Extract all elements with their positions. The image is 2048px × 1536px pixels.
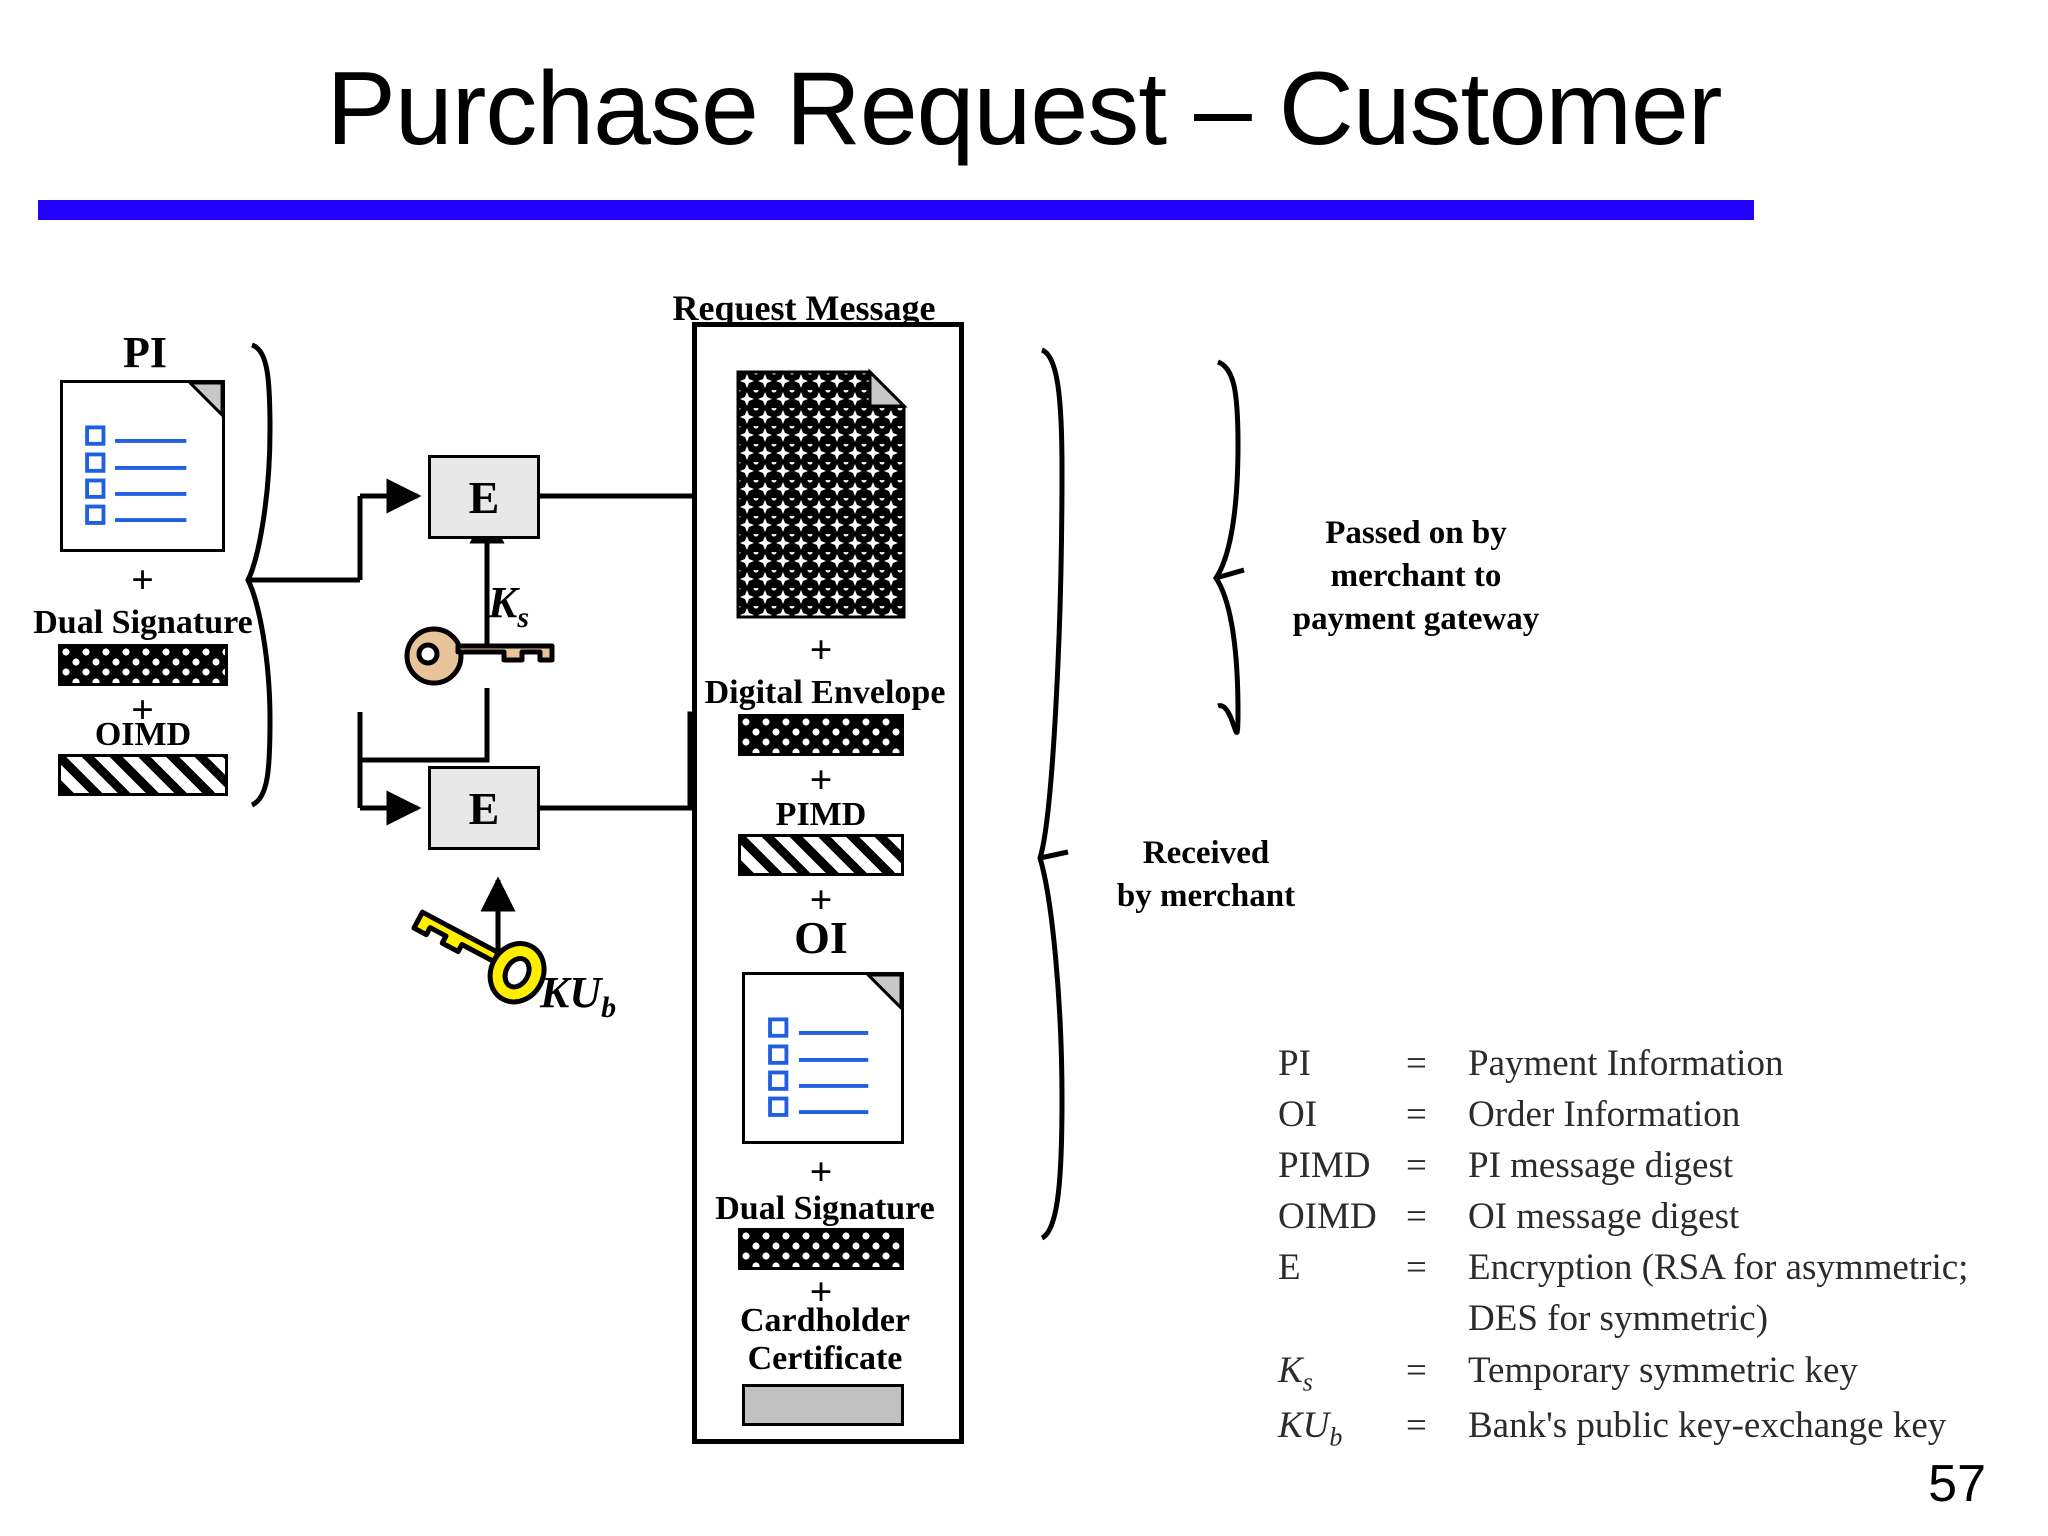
ks-label-main: K [488,578,518,627]
legend-row: DES for symmetric) [1278,1295,1968,1346]
digital-envelope-bar [738,714,904,756]
legend-row: OIMD = OI message digest [1278,1193,1968,1244]
legend-row: E = Encryption (RSA for asymmetric; [1278,1244,1968,1295]
legend-definition: OI message digest [1468,1196,1740,1238]
digital-envelope-label: Digital Envelope [704,674,946,711]
encrypted-pi-document [736,368,908,619]
legend-equals: = [1406,1404,1427,1446]
legend-symbol: KUb [1278,1404,1343,1452]
page-number: 57 [1928,1455,1986,1513]
legend-row: Ks = Temporary symmetric key [1278,1347,1968,1402]
legend-symbol: PI [1278,1043,1311,1084]
legend-row: KUb = Bank's public key-exchange key [1278,1402,1968,1457]
legend-equals: = [1406,1094,1427,1136]
pi-document-icon [60,380,225,552]
kub-label-main: KU [540,968,602,1017]
rm-dual-signature-bar [738,1228,904,1270]
legend-definition: Bank's public key-exchange key [1468,1404,1947,1446]
oi-document-lines [768,973,903,1117]
title-divider [38,200,1754,220]
left-plus-1: + [131,557,154,602]
legend-definition: Temporary symmetric key [1468,1349,1858,1391]
request-message-title: Request Message [672,288,936,328]
public-key-icon [390,898,570,1008]
rm-plus-2: + [809,757,833,802]
pi-label: PI [123,328,167,377]
oi-label: OI [794,912,848,963]
annotation-passed-on-by-merchant: Passed on by merchant to payment gateway [1292,515,1540,637]
legend: PI = Payment Information OI = Order Info… [1278,1040,1968,1457]
legend-equals: = [1406,1196,1427,1238]
left-plus-2: + [131,687,154,732]
encryption-box-asymmetric: E [428,766,540,850]
legend-row: OI = Order Information [1278,1091,1968,1142]
cardholder-certificate-label: Cardholder Certificate [740,1302,910,1378]
cardholder-certificate-bar [742,1384,904,1426]
encryption-box-symmetric: E [428,455,540,539]
oi-document-icon [742,972,904,1144]
ks-label: Ks [488,578,648,634]
legend-row: PI = Payment Information [1278,1040,1968,1091]
left-dual-signature-label: Dual Signature [33,604,253,641]
left-oimd-label: OIMD [94,716,192,753]
legend-definition: Order Information [1468,1094,1741,1136]
rm-plus-4: + [809,1149,833,1194]
ks-label-sub: s [517,600,530,634]
annotation-received-by-merchant: Received by merchant [1116,835,1296,914]
legend-definition: PI message digest [1468,1145,1734,1187]
legend-definition: Payment Information [1468,1043,1784,1084]
pimd-bar [738,834,904,876]
left-dual-signature-bar [58,644,228,686]
rm-plus-1: + [809,627,833,672]
legend-symbol: PIMD [1278,1145,1371,1187]
symmetric-key-icon [392,620,562,690]
left-oimd-bar [58,754,228,796]
page-title: Purchase Request – Customer [326,51,1722,167]
rm-dual-signature-label: Dual Signature [715,1190,935,1227]
legend-table: PI = Payment Information OI = Order Info… [1278,1040,1968,1457]
kub-label-sub: b [601,990,617,1024]
legend-equals [1406,1295,1468,1346]
legend-definition: DES for symmetric) [1468,1298,1769,1340]
rm-plus-3: + [809,877,833,922]
legend-symbol [1278,1295,1406,1346]
legend-symbol: Ks [1278,1349,1313,1396]
legend-symbol: OI [1278,1094,1318,1136]
rm-plus-5: + [809,1269,833,1314]
kub-label: KUb [540,968,740,1024]
legend-equals: = [1406,1043,1427,1084]
legend-row: PIMD = PI message digest [1278,1142,1968,1193]
legend-symbol: E [1278,1247,1301,1289]
legend-equals: = [1406,1247,1427,1289]
legend-symbol: OIMD [1278,1196,1377,1238]
pi-document-lines [85,381,224,525]
legend-equals: = [1406,1349,1427,1391]
pimd-label: PIMD [775,796,867,833]
legend-definition: Encryption (RSA for asymmetric; [1468,1247,1969,1289]
legend-equals: = [1406,1145,1427,1187]
